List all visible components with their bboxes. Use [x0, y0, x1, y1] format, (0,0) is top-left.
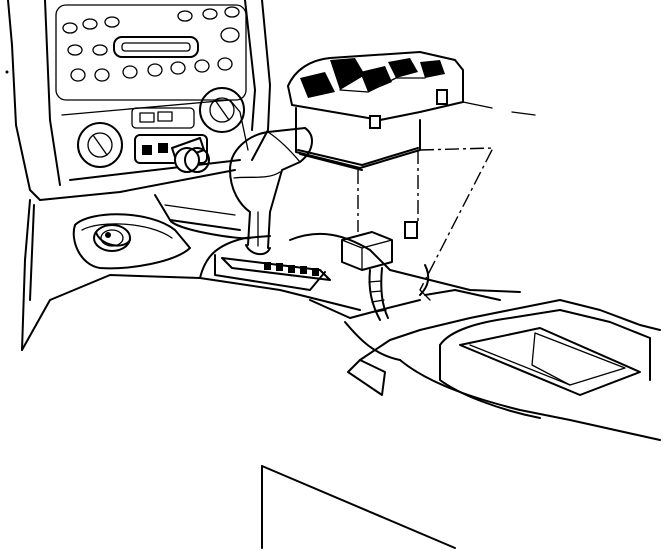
floor-trim-line: [261, 465, 456, 549]
gear-shift-lever: [229, 127, 313, 256]
ashtray-lighter: [93, 224, 131, 252]
center-console: [21, 233, 661, 441]
electrical-connector: [341, 221, 418, 271]
radio-buttons: [62, 6, 240, 82]
wiring-harness: [368, 264, 430, 321]
assembly-guide-lines: [357, 101, 536, 291]
radio-head-unit: [55, 4, 247, 101]
shift-indicator: [221, 257, 331, 281]
climate-control: [77, 87, 245, 173]
console-storage-bin: [439, 309, 651, 419]
switch-assembly: [287, 51, 464, 171]
lower-trim: [21, 194, 251, 351]
